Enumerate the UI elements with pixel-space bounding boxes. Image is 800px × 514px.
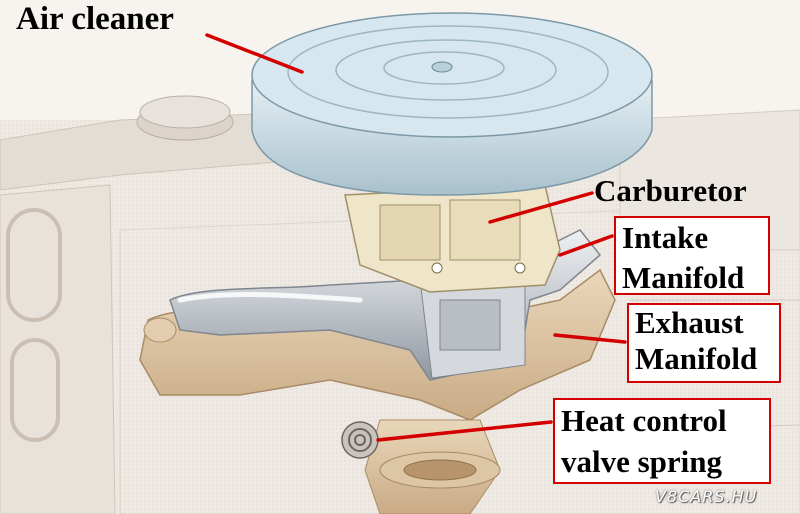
carburetor-label: Carburetor [594,173,747,208]
exhaust-manifold-label-line-1: Exhaust [635,305,744,340]
intake-manifold-label: Intake Manifold [614,216,770,295]
heat-control-valve-spring-label: Heat control valve spring [553,398,771,484]
air-cleaner [251,12,653,196]
exhaust-manifold [139,268,616,514]
leader-lines [205,33,627,442]
air-cleaner-leader [205,33,304,74]
watermark: V8CARS.HU [655,487,758,506]
exhaust-manifold-label-line-2: Manifold [635,341,758,376]
intake-manifold-leader [558,234,614,257]
carburetor [344,184,561,293]
heat-control-valve-spring [341,421,379,459]
oil-filler-cap [136,95,234,141]
intake-manifold-label-line-1: Intake [622,220,709,255]
air-cleaner-label: Air cleaner [16,1,174,37]
heat-control-valve-spring-label-line-2: valve spring [561,444,723,479]
exhaust-manifold-leader [553,333,627,344]
carburetor-leader [488,191,594,224]
heat-control-valve-spring-leader [376,420,553,442]
heat-control-valve-spring-label-line-1: Heat control [561,403,727,438]
intake-manifold-label-line-2: Manifold [622,260,745,295]
exhaust-manifold-label: Exhaust Manifold [627,303,781,383]
